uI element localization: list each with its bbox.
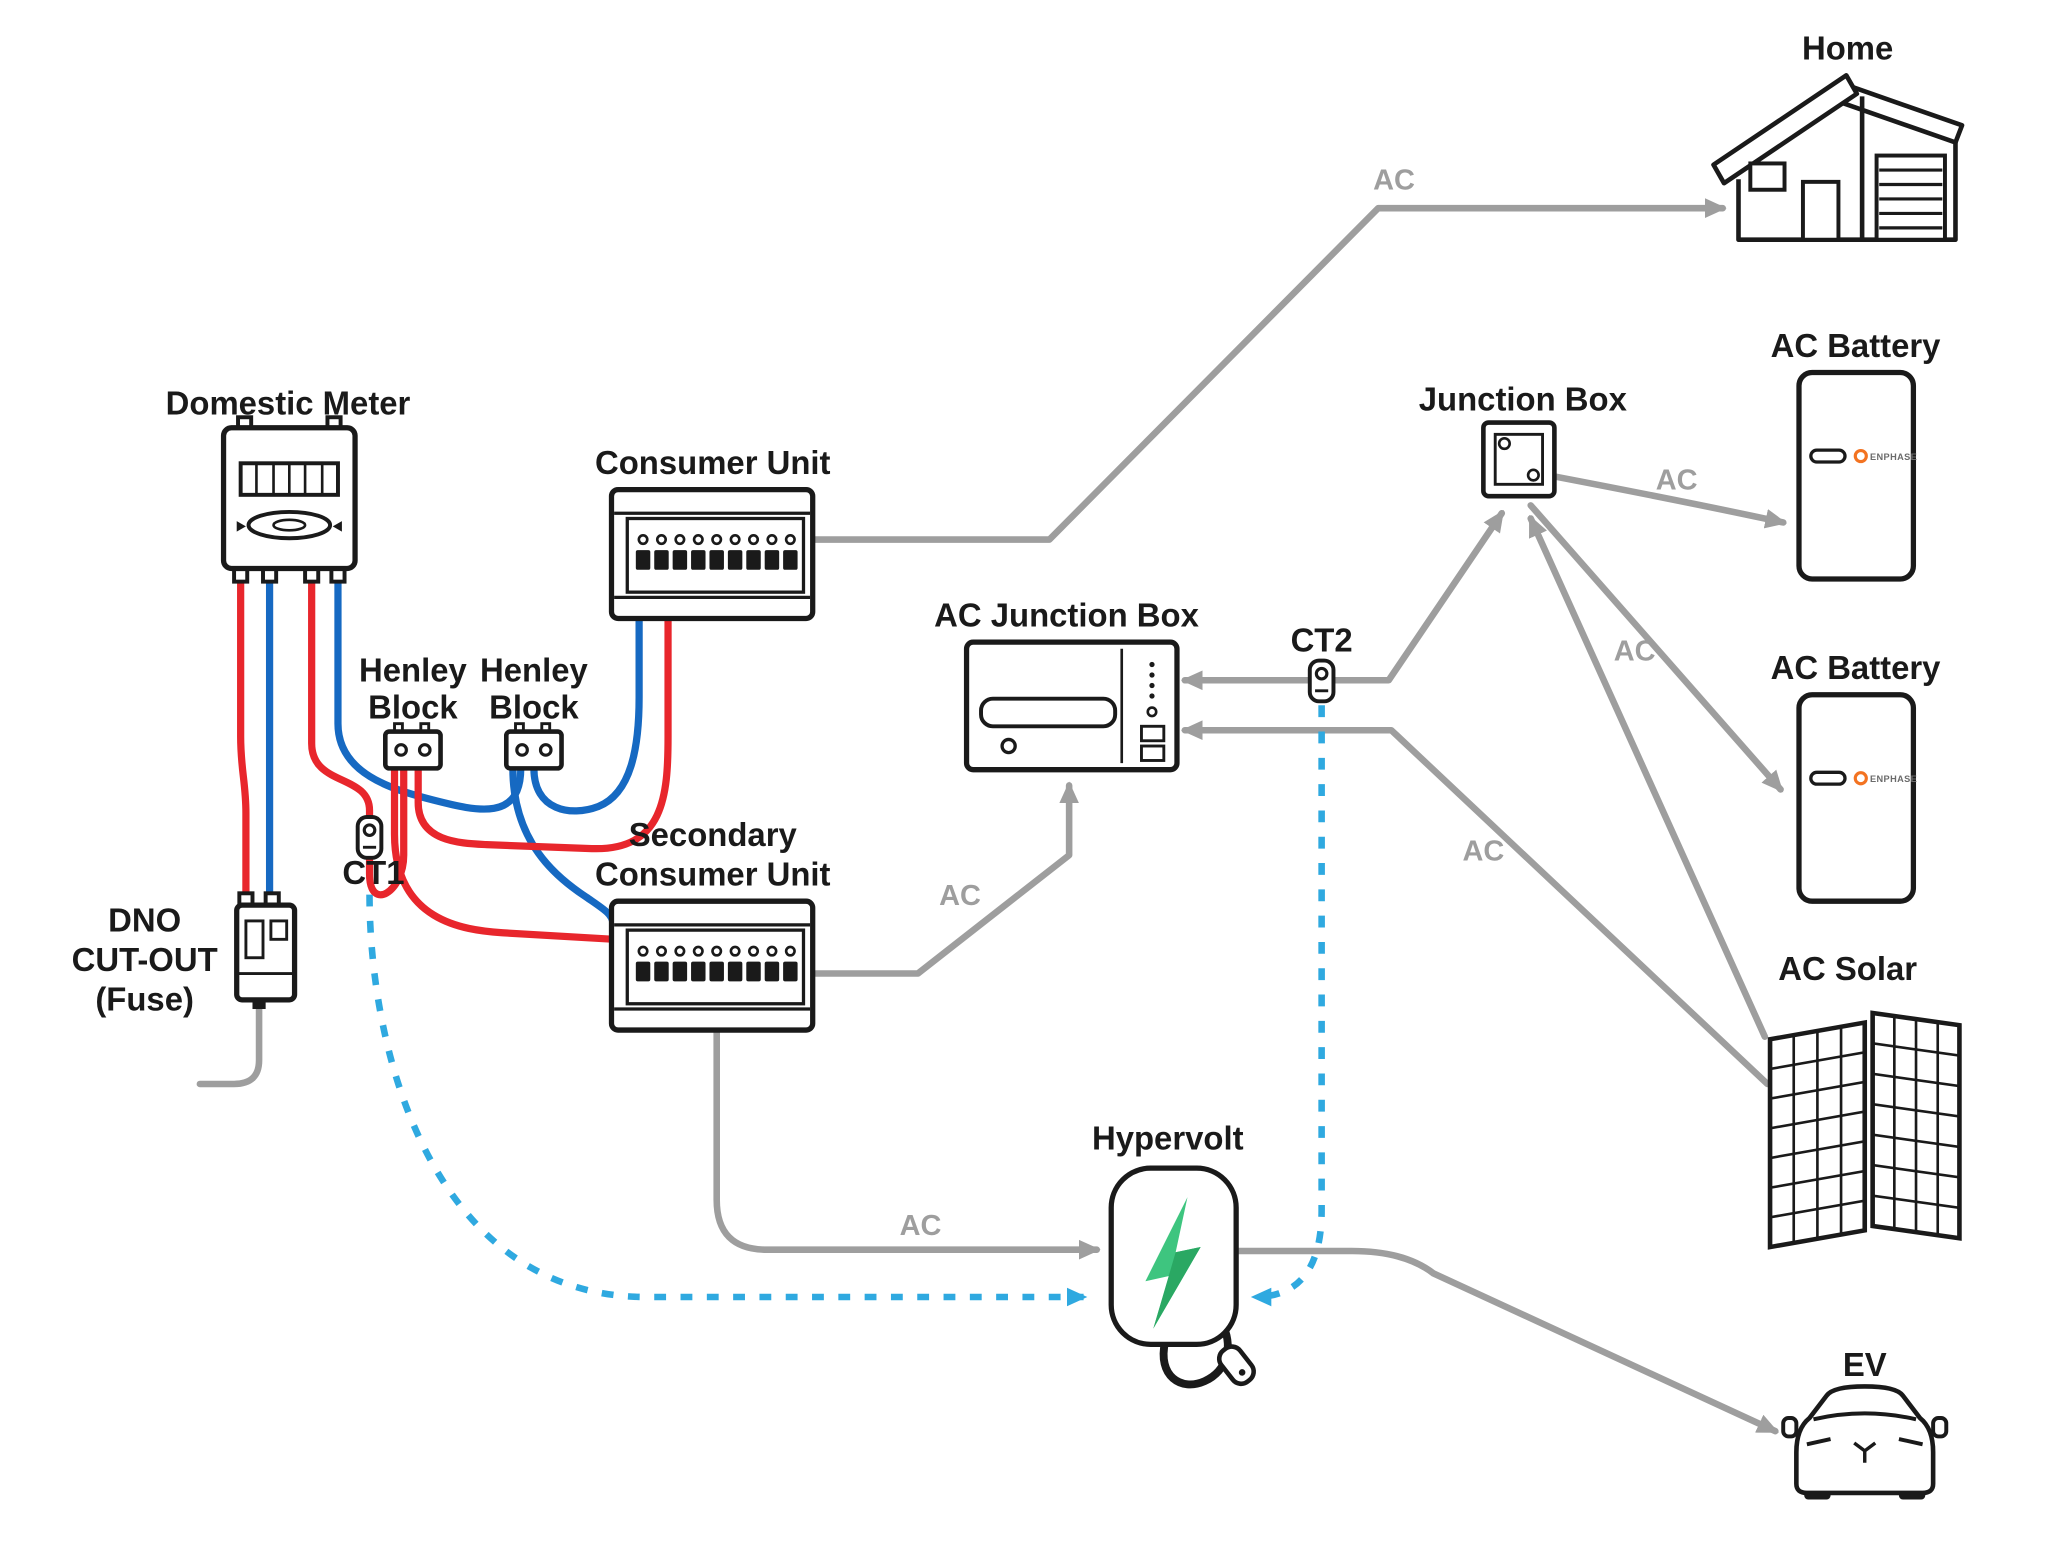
ac-line-solar-to-junction-box: [1527, 514, 1769, 1040]
dno-label-line3: (Fuse): [95, 980, 194, 1017]
ev-car-icon: [1781, 1384, 1949, 1500]
live-wire-meter-to-dno: [237, 575, 250, 900]
secondary-cu-label-line1: Secondary: [629, 816, 798, 853]
ct-cables-layer: [366, 705, 1325, 1307]
ac-label-home: AC: [1373, 165, 1415, 197]
solar-panel-right: [1870, 1010, 1962, 1241]
consumer-unit-icon: [611, 490, 812, 619]
ev-mirror-right: [1931, 1416, 1949, 1439]
ct2-sense-cable: [1250, 705, 1325, 1307]
charging-connector: [1216, 1344, 1256, 1387]
ac-label-secondary-cu: AC: [939, 880, 981, 912]
ac-label-battery-top: AC: [1656, 465, 1698, 497]
house-window: [1748, 161, 1787, 192]
meter-tails-layer: [237, 575, 672, 943]
house-door: [1800, 179, 1841, 242]
ac-battery-top-icon: [1799, 373, 1917, 579]
supply-cable-dno: [196, 1001, 263, 1088]
home-label: Home: [1802, 30, 1893, 67]
ac-label-solar: AC: [1462, 835, 1504, 867]
ev-mirror-left: [1781, 1416, 1799, 1439]
ct1-clamp-icon: [355, 815, 384, 860]
ev-badge: [1853, 1441, 1877, 1463]
ac-lines-layer: [196, 198, 1788, 1435]
domestic-meter-icon: [220, 415, 358, 584]
edge-labels-layer: AC AC AC AC AC AC: [900, 165, 1698, 1242]
ac-label-battery-bottom: AC: [1614, 636, 1656, 668]
house-walls: [1736, 139, 1958, 243]
consumer-unit-label: Consumer Unit: [595, 444, 831, 481]
home-icon: [1711, 73, 1965, 243]
dno-label-line2: CUT-OUT: [72, 941, 218, 978]
ct2-label: CT2: [1291, 621, 1353, 658]
live-wire-meter-to-henley-left: [308, 575, 408, 899]
meter-dial: [246, 509, 333, 541]
ac-junction-box-label: AC Junction Box: [934, 596, 1199, 633]
ac-solar-icon: [1767, 1010, 1962, 1250]
live-wire-henley-to-secondary-cu: [390, 764, 618, 943]
live-wire-henley-to-consumer-unit: [414, 614, 672, 853]
ct2-clamp-icon: [1307, 658, 1336, 704]
ct1-sense-cable: [366, 894, 1088, 1307]
neutral-wire-henley-to-consumer-unit: [530, 614, 643, 815]
henley-left-label-line1: Henley: [359, 652, 467, 689]
neutral-wire-henley-to-secondary-cu: [509, 764, 617, 928]
ev-body: [1794, 1384, 1936, 1496]
ac-line-junction-box-to-battery-top: [1551, 473, 1788, 529]
ev-headlights: [1806, 1437, 1924, 1447]
neutral-wire-meter-to-henley-right: [334, 575, 525, 813]
henley-block-left-icon: [383, 722, 443, 771]
henley-right-label-line2: Block: [489, 688, 579, 725]
ac-line-hypervolt-to-ev: [1230, 1247, 1779, 1435]
ac-line-ac-junction-box-to-junction-box: [1180, 509, 1506, 691]
ev-windshield: [1813, 1411, 1917, 1422]
solar-panel-left: [1767, 1019, 1868, 1250]
ac-battery-bottom-icon: [1799, 695, 1917, 901]
house-roof: [1711, 73, 1860, 186]
dno-label-line1: DNO: [108, 901, 181, 938]
junction-box-icon: [1481, 420, 1557, 499]
ac-line-secondary-cu-to-hypervolt: [713, 1022, 1101, 1260]
ac-line-secondary-cu-to-ac-junction-box: [809, 781, 1079, 977]
ac-line-junction-box-to-battery-bottom: [1527, 502, 1784, 793]
henley-right-label-line1: Henley: [480, 652, 588, 689]
ac-line-consumer-unit-to-home: [809, 198, 1727, 543]
hypervolt-charger-icon: [1108, 1165, 1256, 1389]
ac-battery-bottom-label: AC Battery: [1771, 649, 1942, 686]
ev-label: EV: [1843, 1346, 1887, 1383]
ac-junction-box-icon: [963, 639, 1180, 773]
hypervolt-label: Hypervolt: [1092, 1120, 1244, 1157]
henley-left-label-line2: Block: [368, 688, 458, 725]
ac-label-hypervolt: AC: [900, 1210, 942, 1242]
charging-cable: [1159, 1319, 1232, 1389]
ac-solar-label: AC Solar: [1778, 950, 1917, 987]
dno-cutout-icon: [234, 891, 298, 1010]
ac-line-solar-to-ac-junction-box: [1180, 720, 1771, 1088]
secondary-cu-label-line2: Consumer Unit: [595, 855, 831, 892]
domestic-meter-label: Domestic Meter: [166, 385, 411, 422]
ac-battery-top-label: AC Battery: [1771, 327, 1942, 364]
junction-box-label: Junction Box: [1419, 381, 1628, 418]
ct1-label: CT1: [342, 854, 404, 891]
henley-block-right-icon: [503, 722, 564, 771]
node-labels-layer: Home Domestic Meter Consumer Unit Juncti…: [72, 30, 1942, 1383]
secondary-consumer-unit-icon: [611, 901, 812, 1030]
